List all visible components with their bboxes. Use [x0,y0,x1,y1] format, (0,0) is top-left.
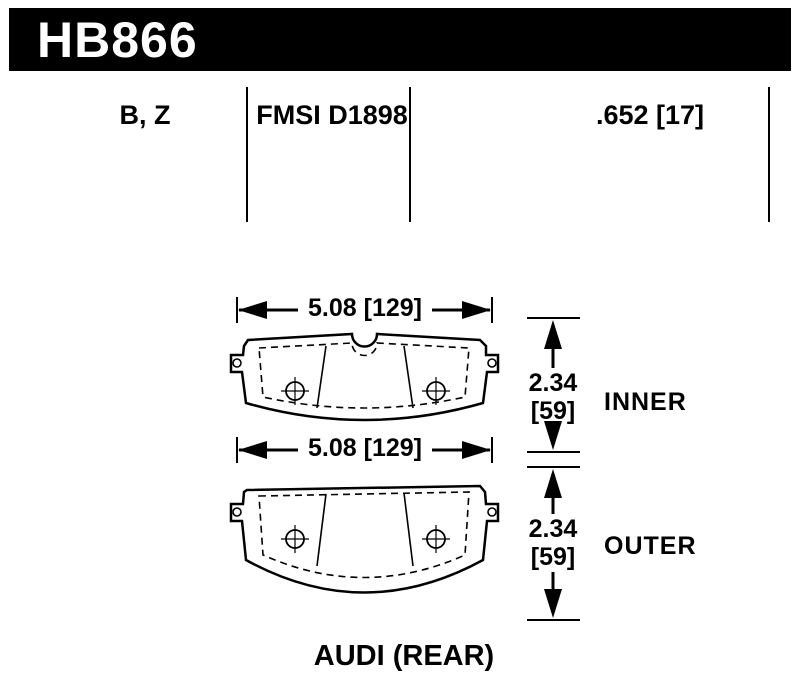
outer-height-dimension [527,466,580,621]
outer-height-in-value: 2.34 [528,515,578,543]
compound-codes: B, Z [119,100,171,130]
column-divider [246,87,248,222]
inner-pad-drawing [229,332,500,422]
vehicle-application-label: AUDI (REAR) [313,640,495,672]
inner-height-dimension [527,317,580,453]
inner-height-mm-value: [59] [530,397,576,425]
outer-pad-label: OUTER [604,532,697,560]
inner-width-dimension-value: 5.08 [129] [308,294,422,322]
pad-thickness: .652 [17] [595,100,705,130]
part-number-banner: HB866 [9,8,791,71]
part-number: HB866 [37,11,198,68]
inner-width-dimension [236,297,493,323]
inner-height-in-value: 2.34 [528,369,578,397]
fmsi-number: FMSI D1898 [256,100,408,130]
inner-pad-label: INNER [604,388,687,416]
column-divider [768,87,770,222]
outer-width-dimension [236,437,493,463]
column-divider [409,87,411,222]
outer-width-dimension-value: 5.08 [129] [308,434,422,462]
outer-height-mm-value: [59] [530,543,576,571]
outer-pad-drawing [229,484,500,594]
